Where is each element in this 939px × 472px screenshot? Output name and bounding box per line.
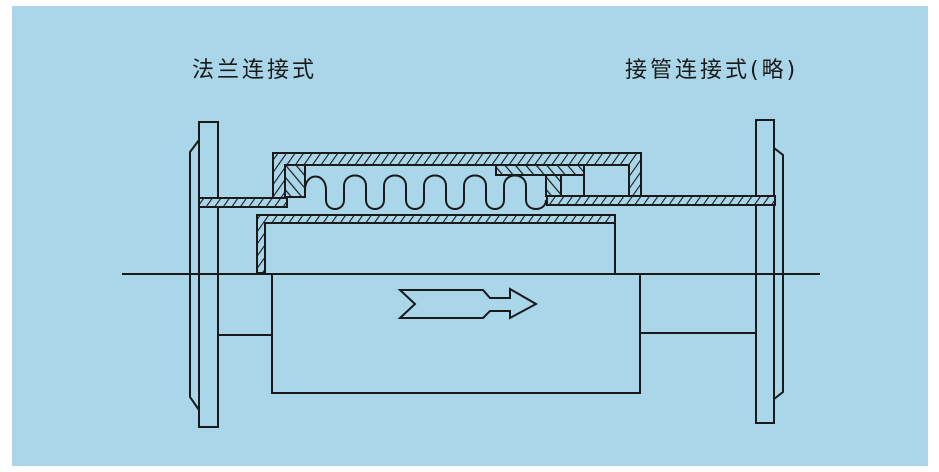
flange-connection-label: 法兰连接式 <box>192 58 318 83</box>
inner-sleeve <box>256 214 616 274</box>
right-guide-plate <box>495 164 585 176</box>
bellows <box>304 174 547 210</box>
diagram-panel <box>12 6 928 466</box>
arrow-right-icon <box>397 287 539 320</box>
left-pipe-wall <box>198 197 288 208</box>
right-flange-edge <box>773 147 784 400</box>
pipe-connection-label: 接管连接式(略) <box>625 58 799 83</box>
left-end-ring <box>284 164 306 198</box>
pipe-body <box>271 273 641 394</box>
right-flange <box>755 119 775 424</box>
outer-cover <box>272 152 642 199</box>
left-flange <box>198 121 219 428</box>
left-flange-edge <box>189 139 200 411</box>
right-pipe-wall <box>546 195 776 206</box>
right-end-ring <box>545 174 562 197</box>
